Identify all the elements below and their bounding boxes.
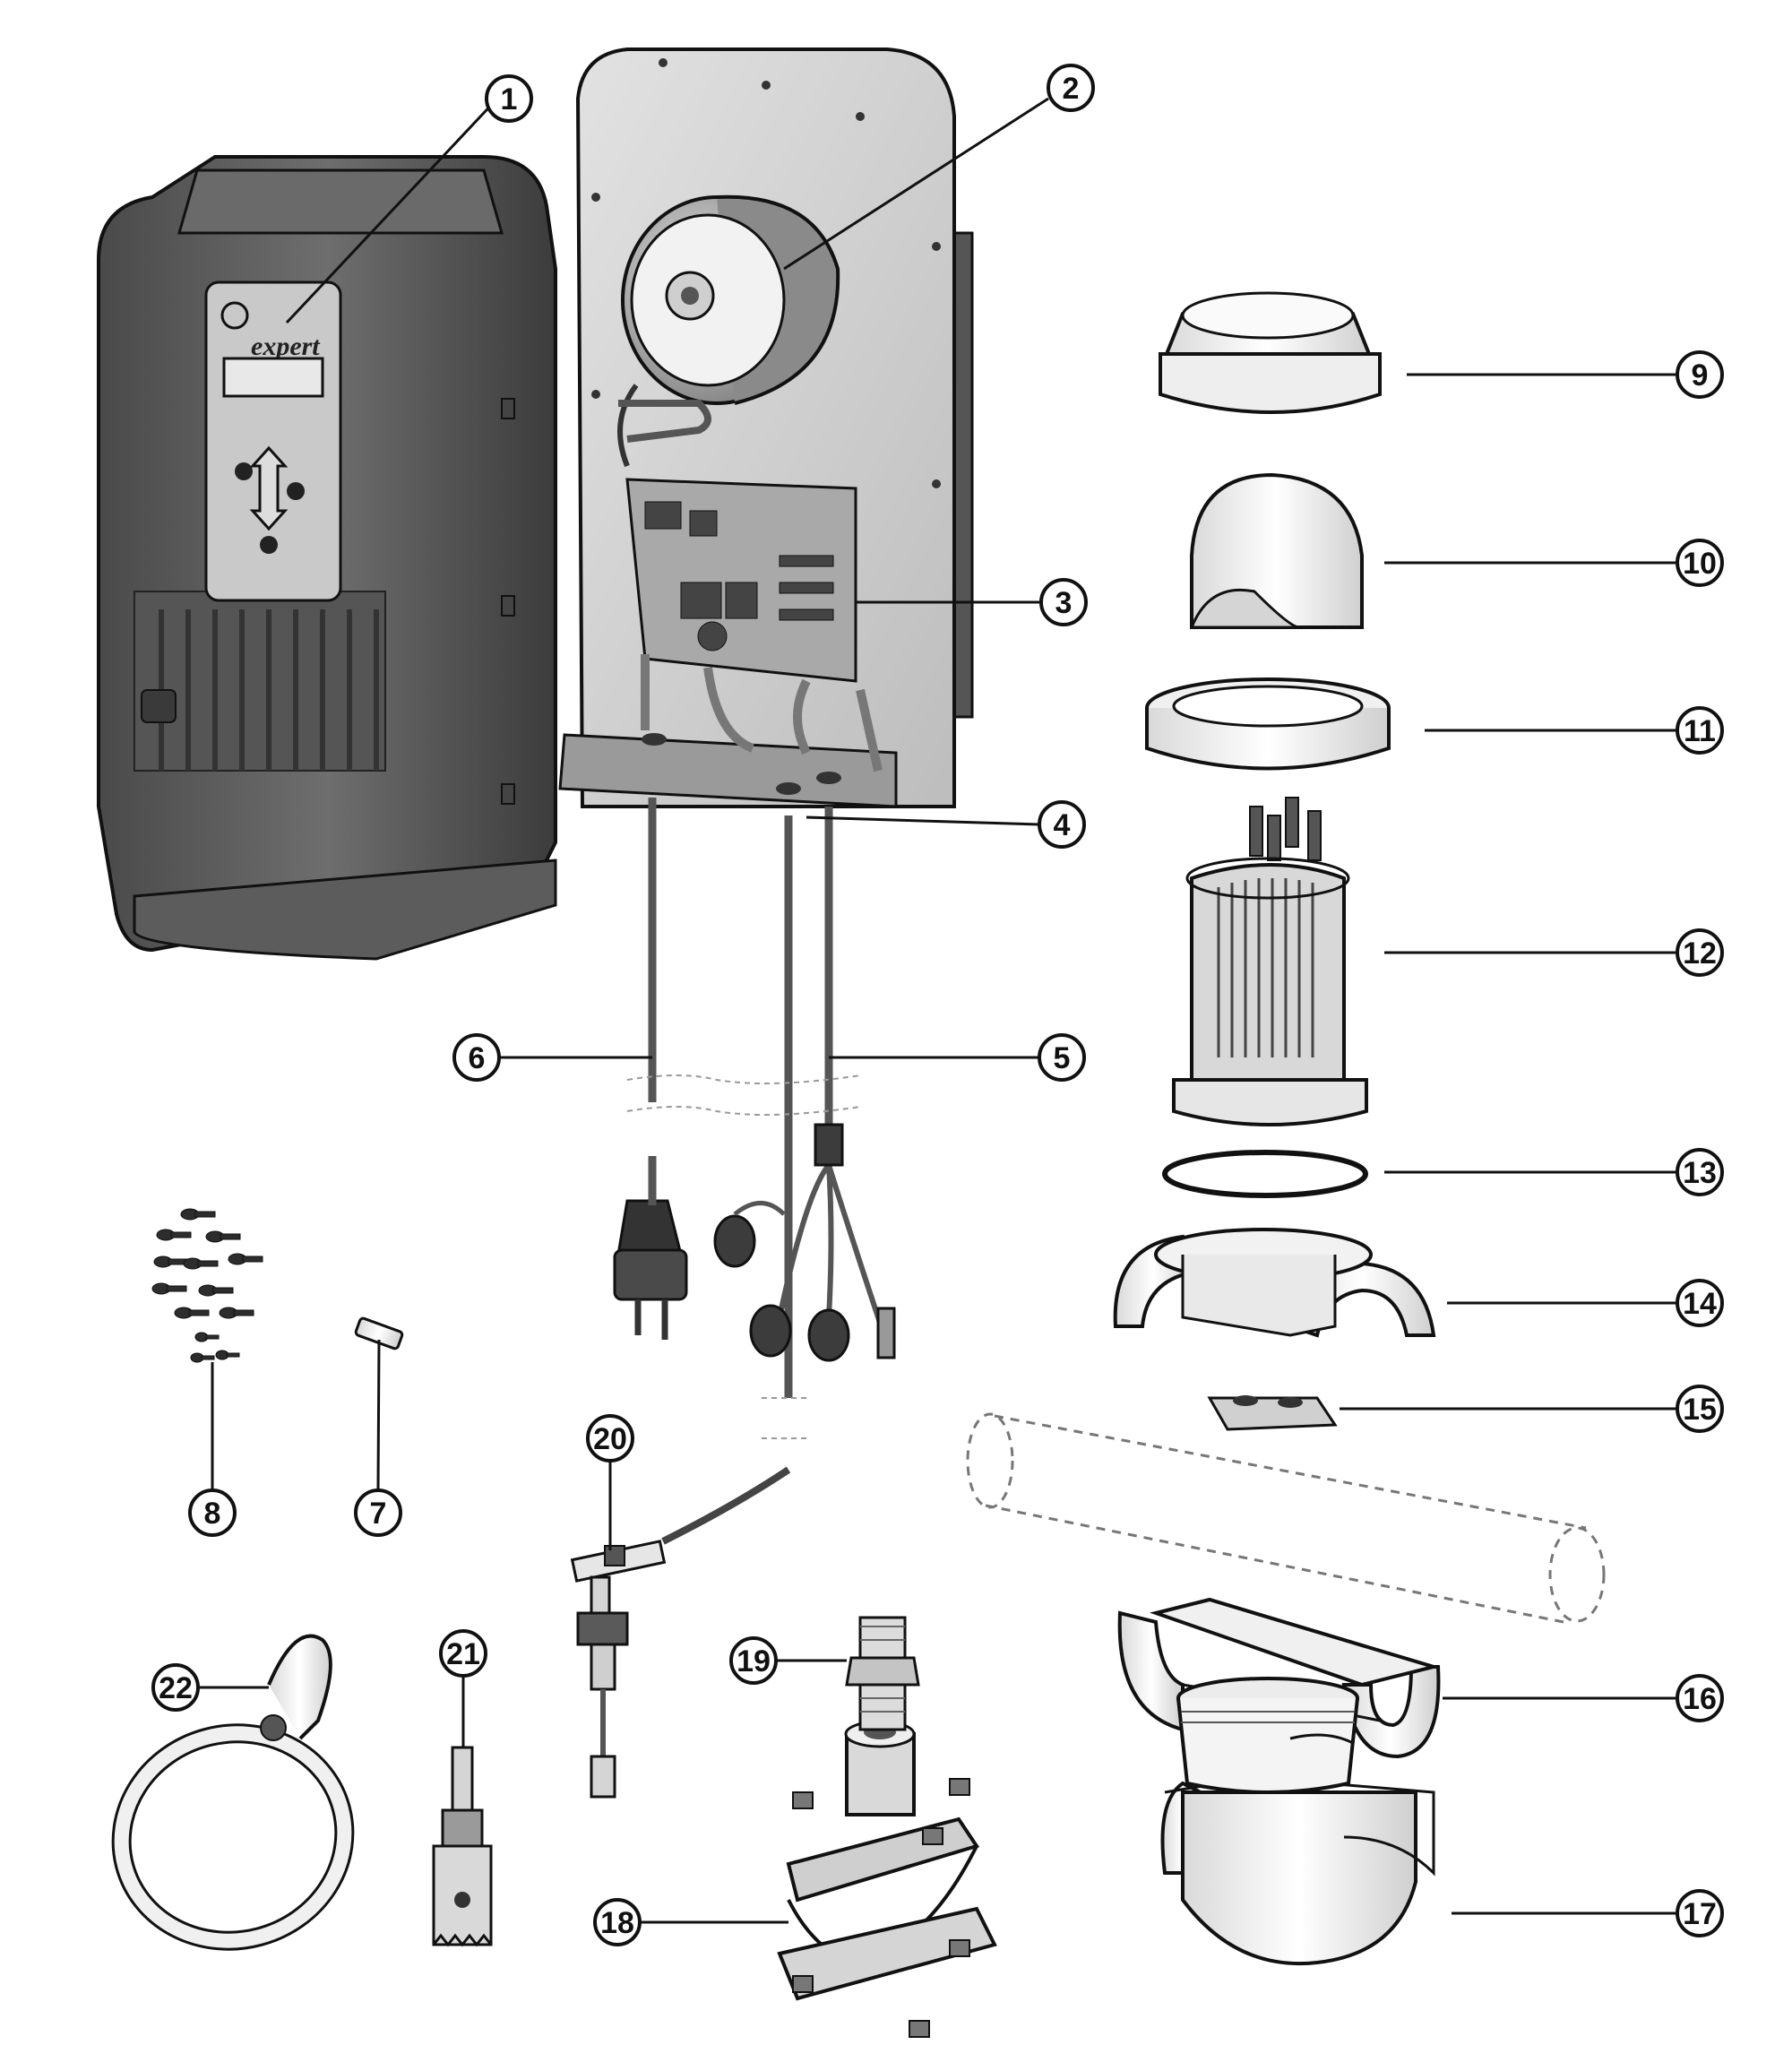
callout-15: 15	[1676, 1385, 1724, 1433]
threaded-nipple	[845, 1616, 920, 1731]
callout-17-label: 17	[1683, 1897, 1717, 1931]
circuit-board	[625, 478, 857, 683]
callout-10: 10	[1676, 539, 1724, 587]
electrolysis-cell	[1172, 797, 1368, 1126]
pipe-saddle-clamp	[777, 1720, 997, 2038]
callout-12: 12	[1676, 928, 1724, 977]
callout-4-label: 4	[1054, 808, 1071, 842]
callout-5: 5	[1038, 1033, 1086, 1082]
up-down-arrow-keys-icon	[249, 445, 289, 531]
callout-11-label: 11	[1684, 714, 1716, 748]
hole-saw	[432, 1746, 493, 1947]
callout-7-label: 7	[370, 1497, 387, 1531]
tee-body	[1160, 1677, 1435, 1966]
mounting-bracket	[558, 733, 898, 808]
protective-cover	[1189, 472, 1364, 629]
callout-8: 8	[188, 1488, 237, 1537]
cable-break-marks	[626, 1074, 861, 1439]
callout-17: 17	[1676, 1889, 1724, 1937]
callout-1-label: 1	[501, 82, 518, 116]
power-plug	[613, 1156, 688, 1340]
clamp-insert	[1207, 1395, 1338, 1431]
callout-11: 11	[1676, 706, 1724, 755]
left-button-icon	[235, 462, 253, 480]
lcd-display	[222, 357, 324, 398]
callout-16-label: 16	[1683, 1682, 1717, 1716]
callout-14-label: 14	[1683, 1287, 1717, 1321]
fuse	[354, 1316, 404, 1350]
leader-lines	[200, 97, 1676, 1924]
right-button-icon	[287, 482, 305, 500]
callout-6: 6	[452, 1033, 501, 1082]
flow-switch-probe	[570, 1466, 791, 1799]
callout-9-label: 9	[1692, 358, 1709, 393]
callout-4: 4	[1038, 800, 1086, 849]
callout-15-label: 15	[1683, 1393, 1717, 1427]
front-control-panel	[204, 280, 342, 602]
callout-18: 18	[593, 1898, 642, 1946]
callout-18-label: 18	[600, 1906, 634, 1940]
callout-19-label: 19	[737, 1644, 771, 1678]
callout-2-label: 2	[1063, 72, 1080, 106]
screws	[151, 1208, 263, 1363]
callout-20: 20	[586, 1414, 634, 1463]
ring-nut	[1145, 677, 1391, 771]
callout-5-label: 5	[1054, 1041, 1071, 1075]
callout-12-label: 12	[1683, 936, 1717, 971]
callout-2: 2	[1047, 64, 1095, 112]
callout-10-label: 10	[1683, 547, 1717, 581]
brand-badge-icon	[141, 689, 177, 723]
pipe-outline	[966, 1412, 1606, 1624]
callout-3-label: 3	[1055, 586, 1073, 620]
callout-3: 3	[1039, 578, 1088, 626]
control-box-housing: expert	[97, 155, 557, 961]
callout-13: 13	[1676, 1148, 1724, 1196]
callout-16: 16	[1676, 1674, 1724, 1722]
callout-19: 19	[729, 1636, 778, 1685]
callout-21: 21	[439, 1629, 487, 1678]
callout-21-label: 21	[446, 1637, 480, 1671]
callout-1: 1	[485, 74, 533, 123]
callout-20-label: 20	[593, 1422, 627, 1456]
callout-22: 22	[151, 1663, 200, 1712]
probe-connectors	[713, 1123, 896, 1362]
cables	[648, 798, 833, 1398]
callout-13-label: 13	[1683, 1156, 1717, 1190]
bottom-button-icon	[260, 536, 278, 554]
brand-logo-icon	[220, 301, 249, 330]
callout-7: 7	[354, 1488, 402, 1537]
callout-9: 9	[1676, 350, 1724, 399]
callout-6-label: 6	[469, 1041, 486, 1075]
callout-8-label: 8	[204, 1497, 221, 1531]
callout-22-label: 22	[159, 1671, 193, 1705]
callout-14: 14	[1676, 1279, 1724, 1327]
cell-cap	[1159, 291, 1382, 414]
back-plate-assembly	[558, 47, 974, 808]
brand-logo-text: expert	[251, 332, 321, 361]
upper-cell-holder	[1113, 1228, 1436, 1338]
spanner-wrench	[111, 1634, 355, 1951]
o-ring	[1162, 1150, 1368, 1198]
